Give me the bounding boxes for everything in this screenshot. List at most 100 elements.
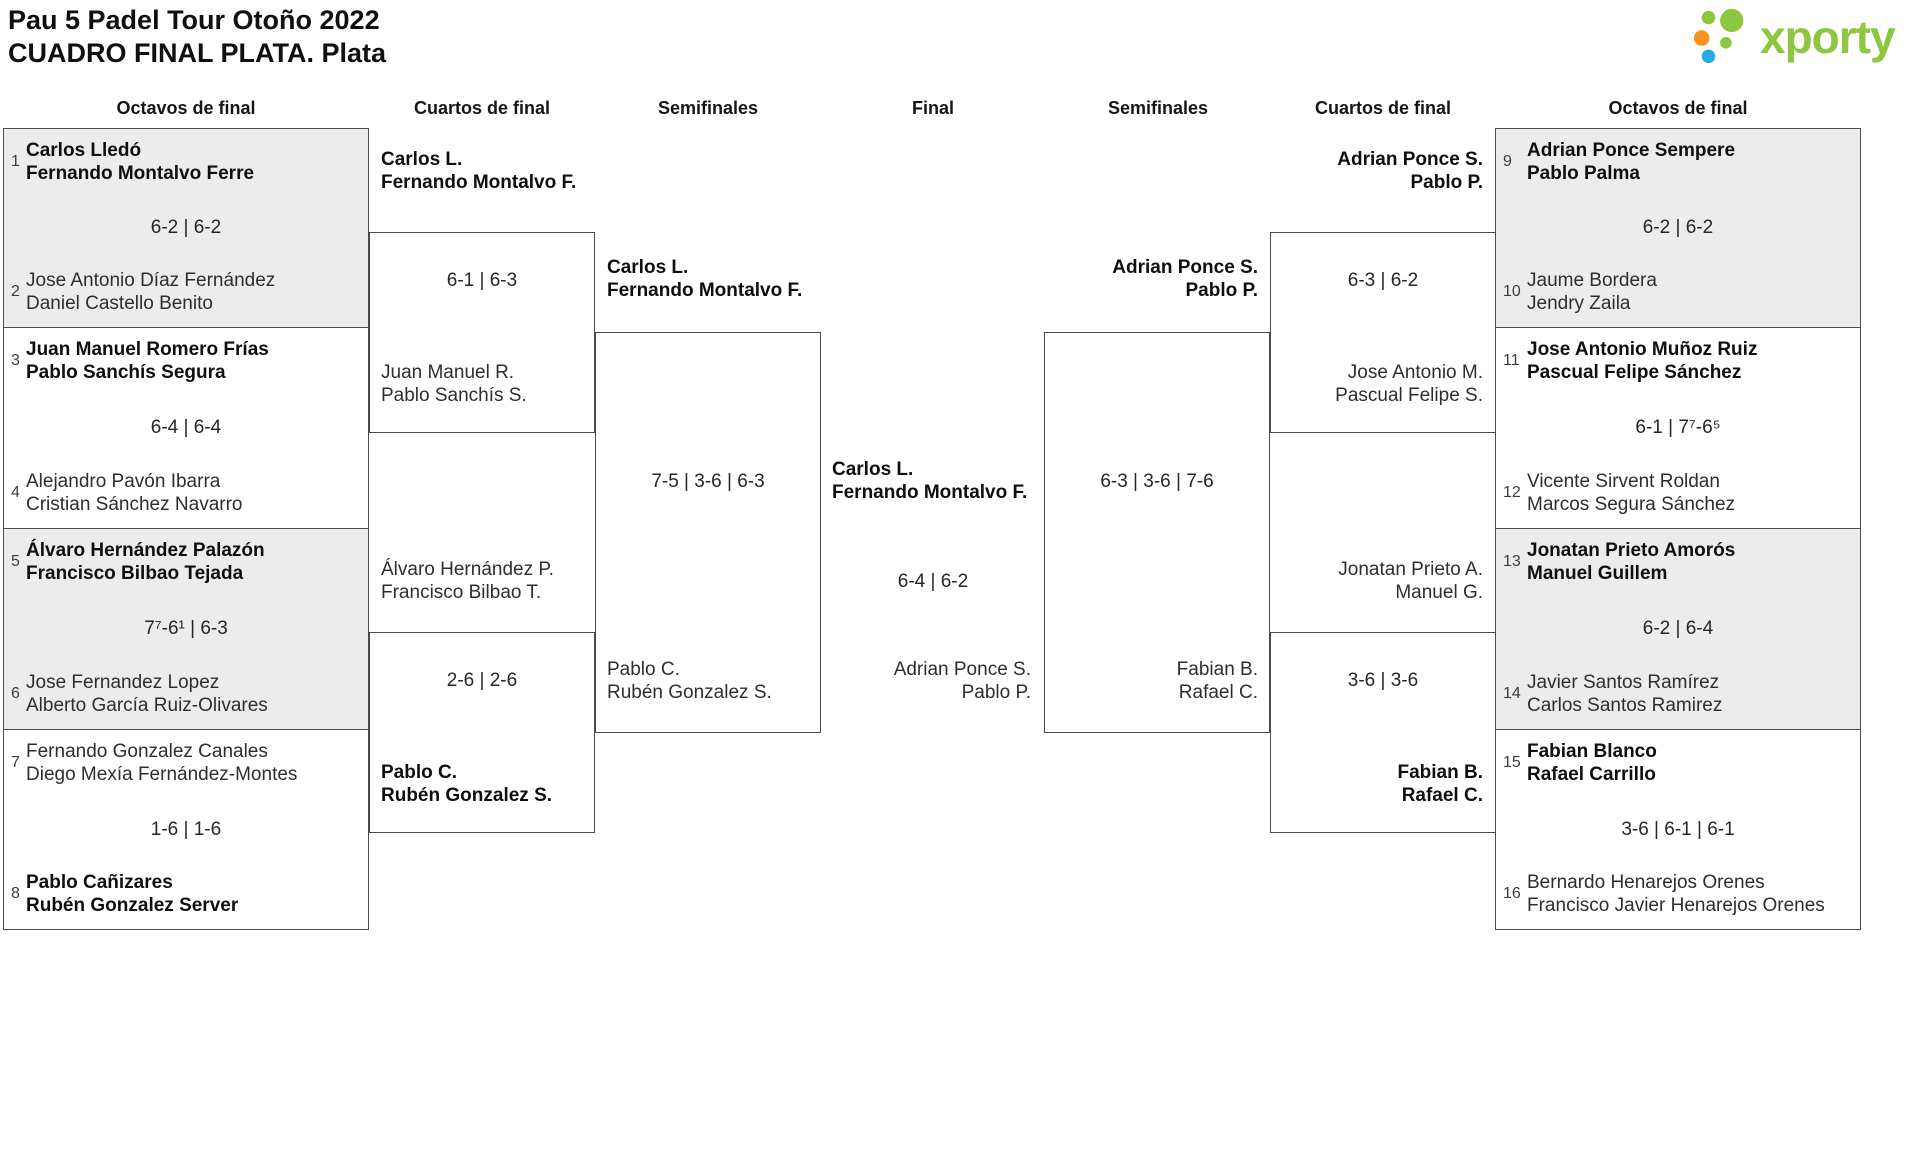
team-row: 10 Jaume Bordera Jendry Zaila xyxy=(1503,269,1852,315)
round-header-semis-left: Semifinales xyxy=(657,98,759,118)
match-score: 1-6 | 1-6 xyxy=(150,818,222,840)
qf-right-1-score: 6-3 | 6-2 xyxy=(1347,270,1419,291)
qf-left-2-top-team: Álvaro Hernández P. Francisco Bilbao T. xyxy=(381,558,554,604)
team-names: Jose Fernandez Lopez Alberto García Ruiz… xyxy=(26,671,268,717)
player-name: Jonatan Prieto A. xyxy=(1338,559,1483,580)
player-name: Pablo C. xyxy=(381,762,458,783)
xporty-dots-icon xyxy=(1692,6,1754,68)
team-row: 12 Vicente Sirvent Roldan Marcos Segura … xyxy=(1503,470,1852,516)
player-name: Diego Mexía Fernández-Montes xyxy=(26,764,298,785)
seed-number: 11 xyxy=(1503,352,1520,369)
team-names: Bernardo Henarejos Orenes Francisco Javi… xyxy=(1527,871,1825,917)
player-name: Rafael C. xyxy=(1401,785,1483,806)
seed-number: 1 xyxy=(11,153,20,170)
team-names: Jose Antonio Díaz Fernández Daniel Caste… xyxy=(26,269,275,315)
player-name: Fernando Montalvo Ferre xyxy=(26,163,255,184)
player-name: Pascual Felipe Sánchez xyxy=(1527,362,1742,383)
team-row: 2 Jose Antonio Díaz Fernández Daniel Cas… xyxy=(11,269,360,315)
sf-right-score: 6-3 | 3-6 | 7-6 xyxy=(1100,471,1214,492)
qf-right-2-box xyxy=(1270,632,1496,833)
player-name: Fernando Montalvo F. xyxy=(381,172,577,193)
sf-left-top-team: Carlos L. Fernando Montalvo F. xyxy=(607,256,802,302)
seed-number: 9 xyxy=(1503,153,1512,170)
player-name: Fernando Gonzalez Canales xyxy=(26,741,268,762)
player-name: Juan Manuel R. xyxy=(381,362,515,383)
seed-number: 4 xyxy=(11,484,20,501)
page-title: Pau 5 Padel Tour Otoño 2022 CUADRO FINAL… xyxy=(8,4,386,70)
player-name: Jose Antonio Muñoz Ruiz xyxy=(1527,339,1758,360)
team-names: Fabian Blanco Rafael Carrillo xyxy=(1527,740,1657,786)
player-name: Rubén Gonzalez S. xyxy=(381,785,553,806)
player-name: Jonatan Prieto Amorós xyxy=(1527,540,1736,561)
match-score: 6-2 | 6-4 xyxy=(1642,618,1714,639)
seed-number: 15 xyxy=(1503,754,1521,771)
r16-match-7v8: 7 Fernando Gonzalez Canales Diego Mexía … xyxy=(3,729,369,930)
r16-match-13v14: 13 Jonatan Prieto Amorós Manuel Guillem … xyxy=(1495,528,1861,730)
player-name: Francisco Bilbao Tejada xyxy=(26,563,244,584)
player-name: Carlos L. xyxy=(832,459,914,480)
bracket-subtitle: CUADRO FINAL PLATA. Plata xyxy=(8,38,387,68)
seed-number: 3 xyxy=(11,352,20,369)
round-header-final: Final xyxy=(911,98,955,118)
player-name: Bernardo Henarejos Orenes xyxy=(1527,872,1765,893)
player-name: Pablo P. xyxy=(961,682,1031,703)
round-header-semis-right: Semifinales xyxy=(1107,98,1209,118)
team-row: 4 Alejandro Pavón Ibarra Cristian Sánche… xyxy=(11,470,360,516)
player-name: Pascual Felipe S. xyxy=(1335,385,1483,406)
team-row: 5 Álvaro Hernández Palazón Francisco Bil… xyxy=(11,539,360,585)
player-name: Manuel Guillem xyxy=(1527,563,1668,584)
team-names: Javier Santos Ramírez Carlos Santos Rami… xyxy=(1527,671,1722,717)
player-name: Rafael C. xyxy=(1178,682,1258,703)
player-name: Juan Manuel Romero Frías xyxy=(26,339,269,360)
player-name: Fernando Montalvo F. xyxy=(607,280,803,301)
seed-number: 14 xyxy=(1503,685,1521,702)
player-name: Jose Antonio M. xyxy=(1347,362,1483,383)
r16-match-3v4: 3 Juan Manuel Romero Frías Pablo Sanchís… xyxy=(3,327,369,529)
player-name: Carlos Lledó xyxy=(26,140,142,161)
player-name: Alberto García Ruiz-Olivares xyxy=(26,695,268,716)
sf-left-bottom-team: Pablo C. Rubén Gonzalez S. xyxy=(607,658,772,704)
r16-match-15v16: 15 Fabian Blanco Rafael Carrillo 3-6 | 6… xyxy=(1495,729,1861,930)
round-header-cuartos-left: Cuartos de final xyxy=(413,98,551,118)
player-name: Javier Santos Ramírez xyxy=(1527,672,1720,693)
qf-left-1-score: 6-1 | 6-3 xyxy=(446,270,518,291)
seed-number: 7 xyxy=(11,754,20,771)
player-name: Carlos L. xyxy=(381,149,463,170)
player-name: Pablo Palma xyxy=(1527,163,1640,184)
seed-number: 8 xyxy=(11,885,20,902)
team-row: 9 Adrian Ponce Sempere Pablo Palma xyxy=(1503,139,1852,185)
player-name: Vicente Sirvent Roldan xyxy=(1527,471,1720,492)
match-score: 6-1 | 7⁷-6⁵ xyxy=(1635,417,1721,438)
team-row: 7 Fernando Gonzalez Canales Diego Mexía … xyxy=(11,740,360,786)
team-names: Jonatan Prieto Amorós Manuel Guillem xyxy=(1527,539,1735,585)
team-names: Jose Antonio Muñoz Ruiz Pascual Felipe S… xyxy=(1527,338,1757,384)
player-name: Marcos Segura Sánchez xyxy=(1527,494,1736,515)
player-name: Jendry Zaila xyxy=(1527,293,1631,314)
team-row: 11 Jose Antonio Muñoz Ruiz Pascual Felip… xyxy=(1503,338,1852,384)
qf-right-2-top-team: Jonatan Prieto A. Manuel G. xyxy=(1270,558,1483,604)
qf-left-2-bottom-team: Pablo C. Rubén Gonzalez S. xyxy=(381,761,552,807)
seed-number: 10 xyxy=(1503,283,1521,300)
player-name: Adrian Ponce Sempere xyxy=(1527,140,1736,161)
player-name: Álvaro Hernández Palazón xyxy=(26,540,265,561)
player-name: Fabian Blanco xyxy=(1527,741,1657,762)
round-header-cuartos-right: Cuartos de final xyxy=(1314,98,1452,118)
match-score: 7⁷-6¹ | 6-3 xyxy=(144,618,228,639)
player-name: Manuel G. xyxy=(1395,582,1483,603)
team-names: Pablo Cañizares Rubén Gonzalez Server xyxy=(26,871,238,917)
final-bottom-team: Adrian Ponce S. Pablo P. xyxy=(820,658,1031,704)
player-name: Fabian B. xyxy=(1176,659,1258,680)
qf-right-2-score: 3-6 | 3-6 xyxy=(1347,670,1419,691)
team-row: 3 Juan Manuel Romero Frías Pablo Sanchís… xyxy=(11,338,360,384)
player-name: Adrian Ponce S. xyxy=(1112,257,1258,278)
xporty-wordmark: xporty xyxy=(1760,11,1896,63)
seed-number: 13 xyxy=(1503,553,1521,570)
player-name: Pablo Sanchís Segura xyxy=(26,362,226,383)
player-name: Pablo P. xyxy=(1185,280,1258,301)
player-name: Pablo P. xyxy=(1410,172,1483,193)
qf-left-1-box xyxy=(369,232,595,433)
player-name: Carlos Santos Ramirez xyxy=(1527,695,1723,716)
player-name: Cristian Sánchez Navarro xyxy=(26,494,243,515)
r16-match-5v6: 5 Álvaro Hernández Palazón Francisco Bil… xyxy=(3,528,369,730)
qf-left-1-bottom-team: Juan Manuel R. Pablo Sanchís S. xyxy=(381,361,527,407)
